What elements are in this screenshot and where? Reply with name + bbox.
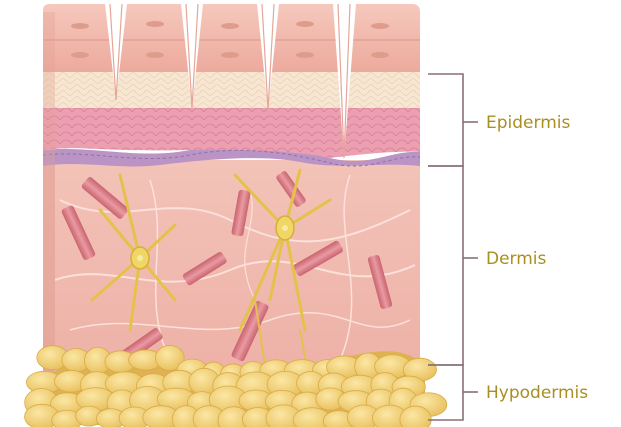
hypodermis-label: Hypodermis <box>486 383 588 403</box>
epidermis-bracket <box>428 74 463 166</box>
dermis-bracket <box>428 166 463 365</box>
epidermis-label: Epidermis <box>486 113 570 133</box>
dermis-label: Dermis <box>486 249 546 269</box>
